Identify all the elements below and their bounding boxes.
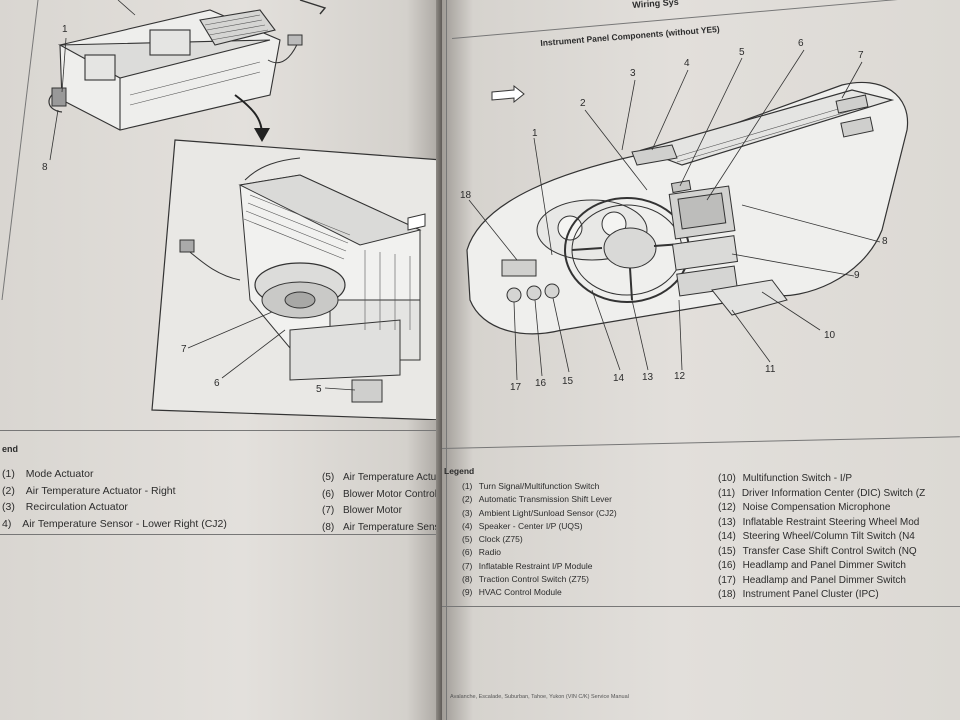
legend-title: Legend bbox=[444, 466, 475, 476]
legend-column-1: (1) Turn Signal/Multifunction Switch (2)… bbox=[462, 480, 617, 600]
legend-item: (3) Recirculation Actuator bbox=[2, 501, 128, 513]
legend-item: (16) Headlamp and Panel Dimmer Switch bbox=[718, 560, 906, 571]
callout-6: 6 bbox=[214, 378, 220, 389]
callout-18: 18 bbox=[460, 190, 472, 201]
callout-14: 14 bbox=[613, 373, 625, 384]
legend-item: (1) Turn Signal/Multifunction Switch bbox=[462, 481, 600, 491]
legend-item: (2) Automatic Transmission Shift Lever bbox=[462, 494, 612, 505]
callout-2: 2 bbox=[580, 98, 586, 109]
legend-item: (5) Air Temperature Actuator bbox=[322, 472, 442, 483]
callout-9: 9 bbox=[854, 270, 860, 281]
callout-7: 7 bbox=[181, 344, 187, 355]
legend-column-2: (10) Multifunction Switch - I/P (11) Dri… bbox=[718, 472, 925, 603]
legend-item: (18) Instrument Panel Cluster (IPC) bbox=[718, 589, 879, 600]
legend-item: (6) Radio bbox=[462, 547, 501, 558]
right-page: Wiring Sys Instrument Panel Components (… bbox=[442, 0, 960, 720]
legend-item: 4) Air Temperature Sensor - Lower Right … bbox=[2, 517, 227, 530]
callout-1: 1 bbox=[62, 24, 68, 35]
legend-column-2: (5) Air Temperature Actuator (6) Blower … bbox=[322, 470, 442, 536]
legend-title: end bbox=[2, 444, 19, 454]
callout-10: 10 bbox=[824, 330, 836, 341]
callout-7: 7 bbox=[858, 50, 864, 61]
callout-4: 4 bbox=[684, 58, 690, 69]
page-border-left bbox=[446, 0, 447, 720]
legend-item: (13) Inflatable Restraint Steering Wheel… bbox=[718, 516, 920, 528]
legend-item: (7) Blower Motor bbox=[322, 505, 402, 516]
legend-item: (15) Transfer Case Shift Control Switch … bbox=[718, 545, 917, 557]
callout-13: 13 bbox=[642, 372, 654, 383]
callout-12: 12 bbox=[674, 371, 686, 382]
legend-item: (12) Noise Compensation Microphone bbox=[718, 502, 891, 513]
legend-item: (4) Speaker - Center I/P (UQS) bbox=[462, 520, 583, 531]
legend-item: (11) Driver Information Center (DIC) Swi… bbox=[718, 487, 926, 499]
legend-item: (8) Traction Control Switch (Z75) bbox=[462, 574, 589, 585]
callout-11: 11 bbox=[765, 364, 776, 375]
legend-bottom-rule bbox=[0, 534, 442, 535]
legend-item: (9) HVAC Control Module bbox=[462, 587, 562, 598]
hvac-module-illustration bbox=[1, 0, 442, 420]
legend-column-1: (1) Mode Actuator (2) Air Temperature Ac… bbox=[2, 466, 227, 532]
legend-item: (1) Mode Actuator bbox=[2, 468, 94, 480]
callout-1: 1 bbox=[532, 128, 538, 139]
callout-15: 15 bbox=[562, 376, 574, 387]
callout-5: 5 bbox=[316, 384, 322, 395]
legend-item: (14) Steering Wheel/Column Tilt Switch (… bbox=[718, 531, 915, 542]
page-footer: Avalanche, Escalade, Suburban, Tahoe, Yu… bbox=[450, 694, 629, 700]
callout-17: 17 bbox=[510, 382, 522, 393]
legend-item: (3) Ambient Light/Sunload Sensor (CJ2) bbox=[462, 507, 617, 518]
legend-item: (10) Multifunction Switch - I/P bbox=[718, 473, 853, 484]
legend-item: (2) Air Temperature Actuator - Right bbox=[2, 484, 176, 497]
callout-8: 8 bbox=[42, 162, 48, 173]
legend-item: (5) Clock (Z75) bbox=[462, 534, 523, 545]
legend-item: (8) Air Temperature Sensor bbox=[322, 521, 442, 533]
instrument-panel-illustration bbox=[466, 49, 909, 381]
callout-5: 5 bbox=[739, 47, 745, 58]
legend-item: (17) Headlamp and Panel Dimmer Switch bbox=[718, 574, 906, 586]
legend-top-rule bbox=[442, 436, 960, 449]
left-page: 1 8 7 6 5 end (1) Mode Actuator (2) Air … bbox=[0, 0, 442, 720]
legend-item: (6) Blower Motor Control Mod bbox=[322, 488, 442, 500]
legend-bottom-rule bbox=[442, 606, 960, 607]
callout-8: 8 bbox=[882, 236, 888, 247]
legend-item: (7) Inflatable Restraint I/P Module bbox=[462, 560, 593, 571]
callout-3: 3 bbox=[630, 68, 636, 79]
legend-top-rule bbox=[0, 430, 442, 431]
callout-16: 16 bbox=[535, 378, 547, 389]
callout-6: 6 bbox=[798, 38, 804, 49]
